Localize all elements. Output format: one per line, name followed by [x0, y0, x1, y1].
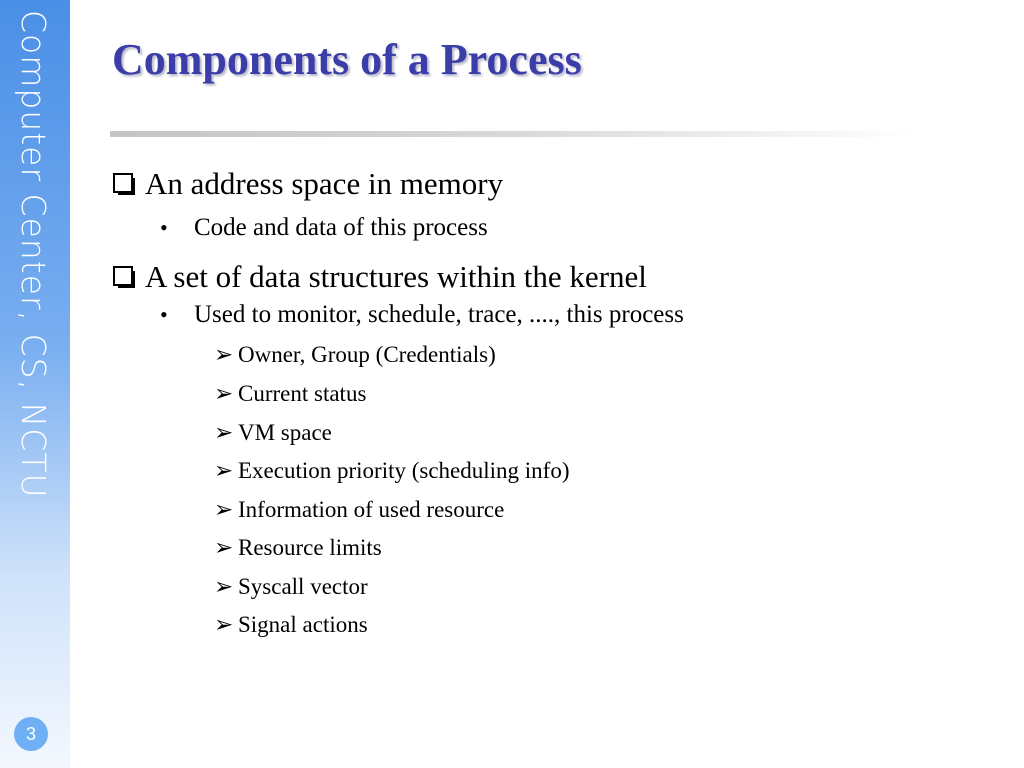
sidebar: Computer Center, CS, NCTU 3 [0, 0, 70, 768]
sidebar-label: Computer Center, CS, NCTU [14, 10, 53, 499]
arrow-bullet-icon: ➢ [214, 420, 234, 445]
arrow-bullet-text: Resource limits [238, 535, 382, 560]
arrow-bullet-item: ➢ Owner, Group (Credentials) [214, 342, 496, 368]
checkbox-bullet-icon [113, 173, 135, 195]
dot-bullet-icon: • [160, 215, 168, 240]
arrow-bullet-text: Owner, Group (Credentials) [238, 342, 496, 367]
arrow-bullet-item: ➢ VM space [214, 420, 332, 446]
arrow-bullet-text: Current status [238, 381, 367, 406]
bullet-item: An address space in memory [113, 166, 503, 202]
arrow-bullet-text: Execution priority (scheduling info) [238, 458, 570, 483]
dot-bullet-icon: • [160, 302, 168, 327]
arrow-bullet-icon: ➢ [214, 458, 234, 483]
bullet-text: A set of data structures within the kern… [145, 259, 647, 294]
sub-bullet-text: Used to monitor, schedule, trace, ...., … [194, 301, 684, 328]
arrow-bullet-icon: ➢ [214, 535, 234, 560]
arrow-bullet-item: ➢ Information of used resource [214, 497, 504, 523]
arrow-bullet-text: Information of used resource [238, 497, 505, 522]
sub-bullet-item: • Used to monitor, schedule, trace, ....… [160, 301, 684, 329]
arrow-bullet-icon: ➢ [214, 342, 234, 367]
arrow-bullet-text: VM space [238, 420, 332, 445]
arrow-bullet-item: ➢ Signal actions [214, 612, 368, 638]
arrow-bullet-text: Signal actions [238, 612, 368, 637]
arrow-bullet-item: ➢ Current status [214, 381, 366, 407]
arrow-bullet-icon: ➢ [214, 497, 234, 522]
page-number-badge: 3 [14, 717, 48, 751]
bullet-item: A set of data structures within the kern… [113, 259, 647, 295]
arrow-bullet-icon: ➢ [214, 381, 234, 406]
arrow-bullet-item: ➢ Syscall vector [214, 574, 368, 600]
arrow-bullet-text: Syscall vector [238, 574, 368, 599]
arrow-bullet-icon: ➢ [214, 612, 234, 637]
bullet-text: An address space in memory [145, 166, 504, 201]
title-divider [110, 131, 915, 137]
arrow-bullet-item: ➢ Execution priority (scheduling info) [214, 458, 570, 484]
checkbox-bullet-icon [113, 266, 135, 288]
sub-bullet-item: • Code and data of this process [160, 214, 488, 242]
sub-bullet-text: Code and data of this process [194, 214, 488, 241]
arrow-bullet-item: ➢ Resource limits [214, 535, 382, 561]
slide-title: Components of a Process [112, 35, 582, 84]
arrow-bullet-icon: ➢ [214, 574, 234, 599]
